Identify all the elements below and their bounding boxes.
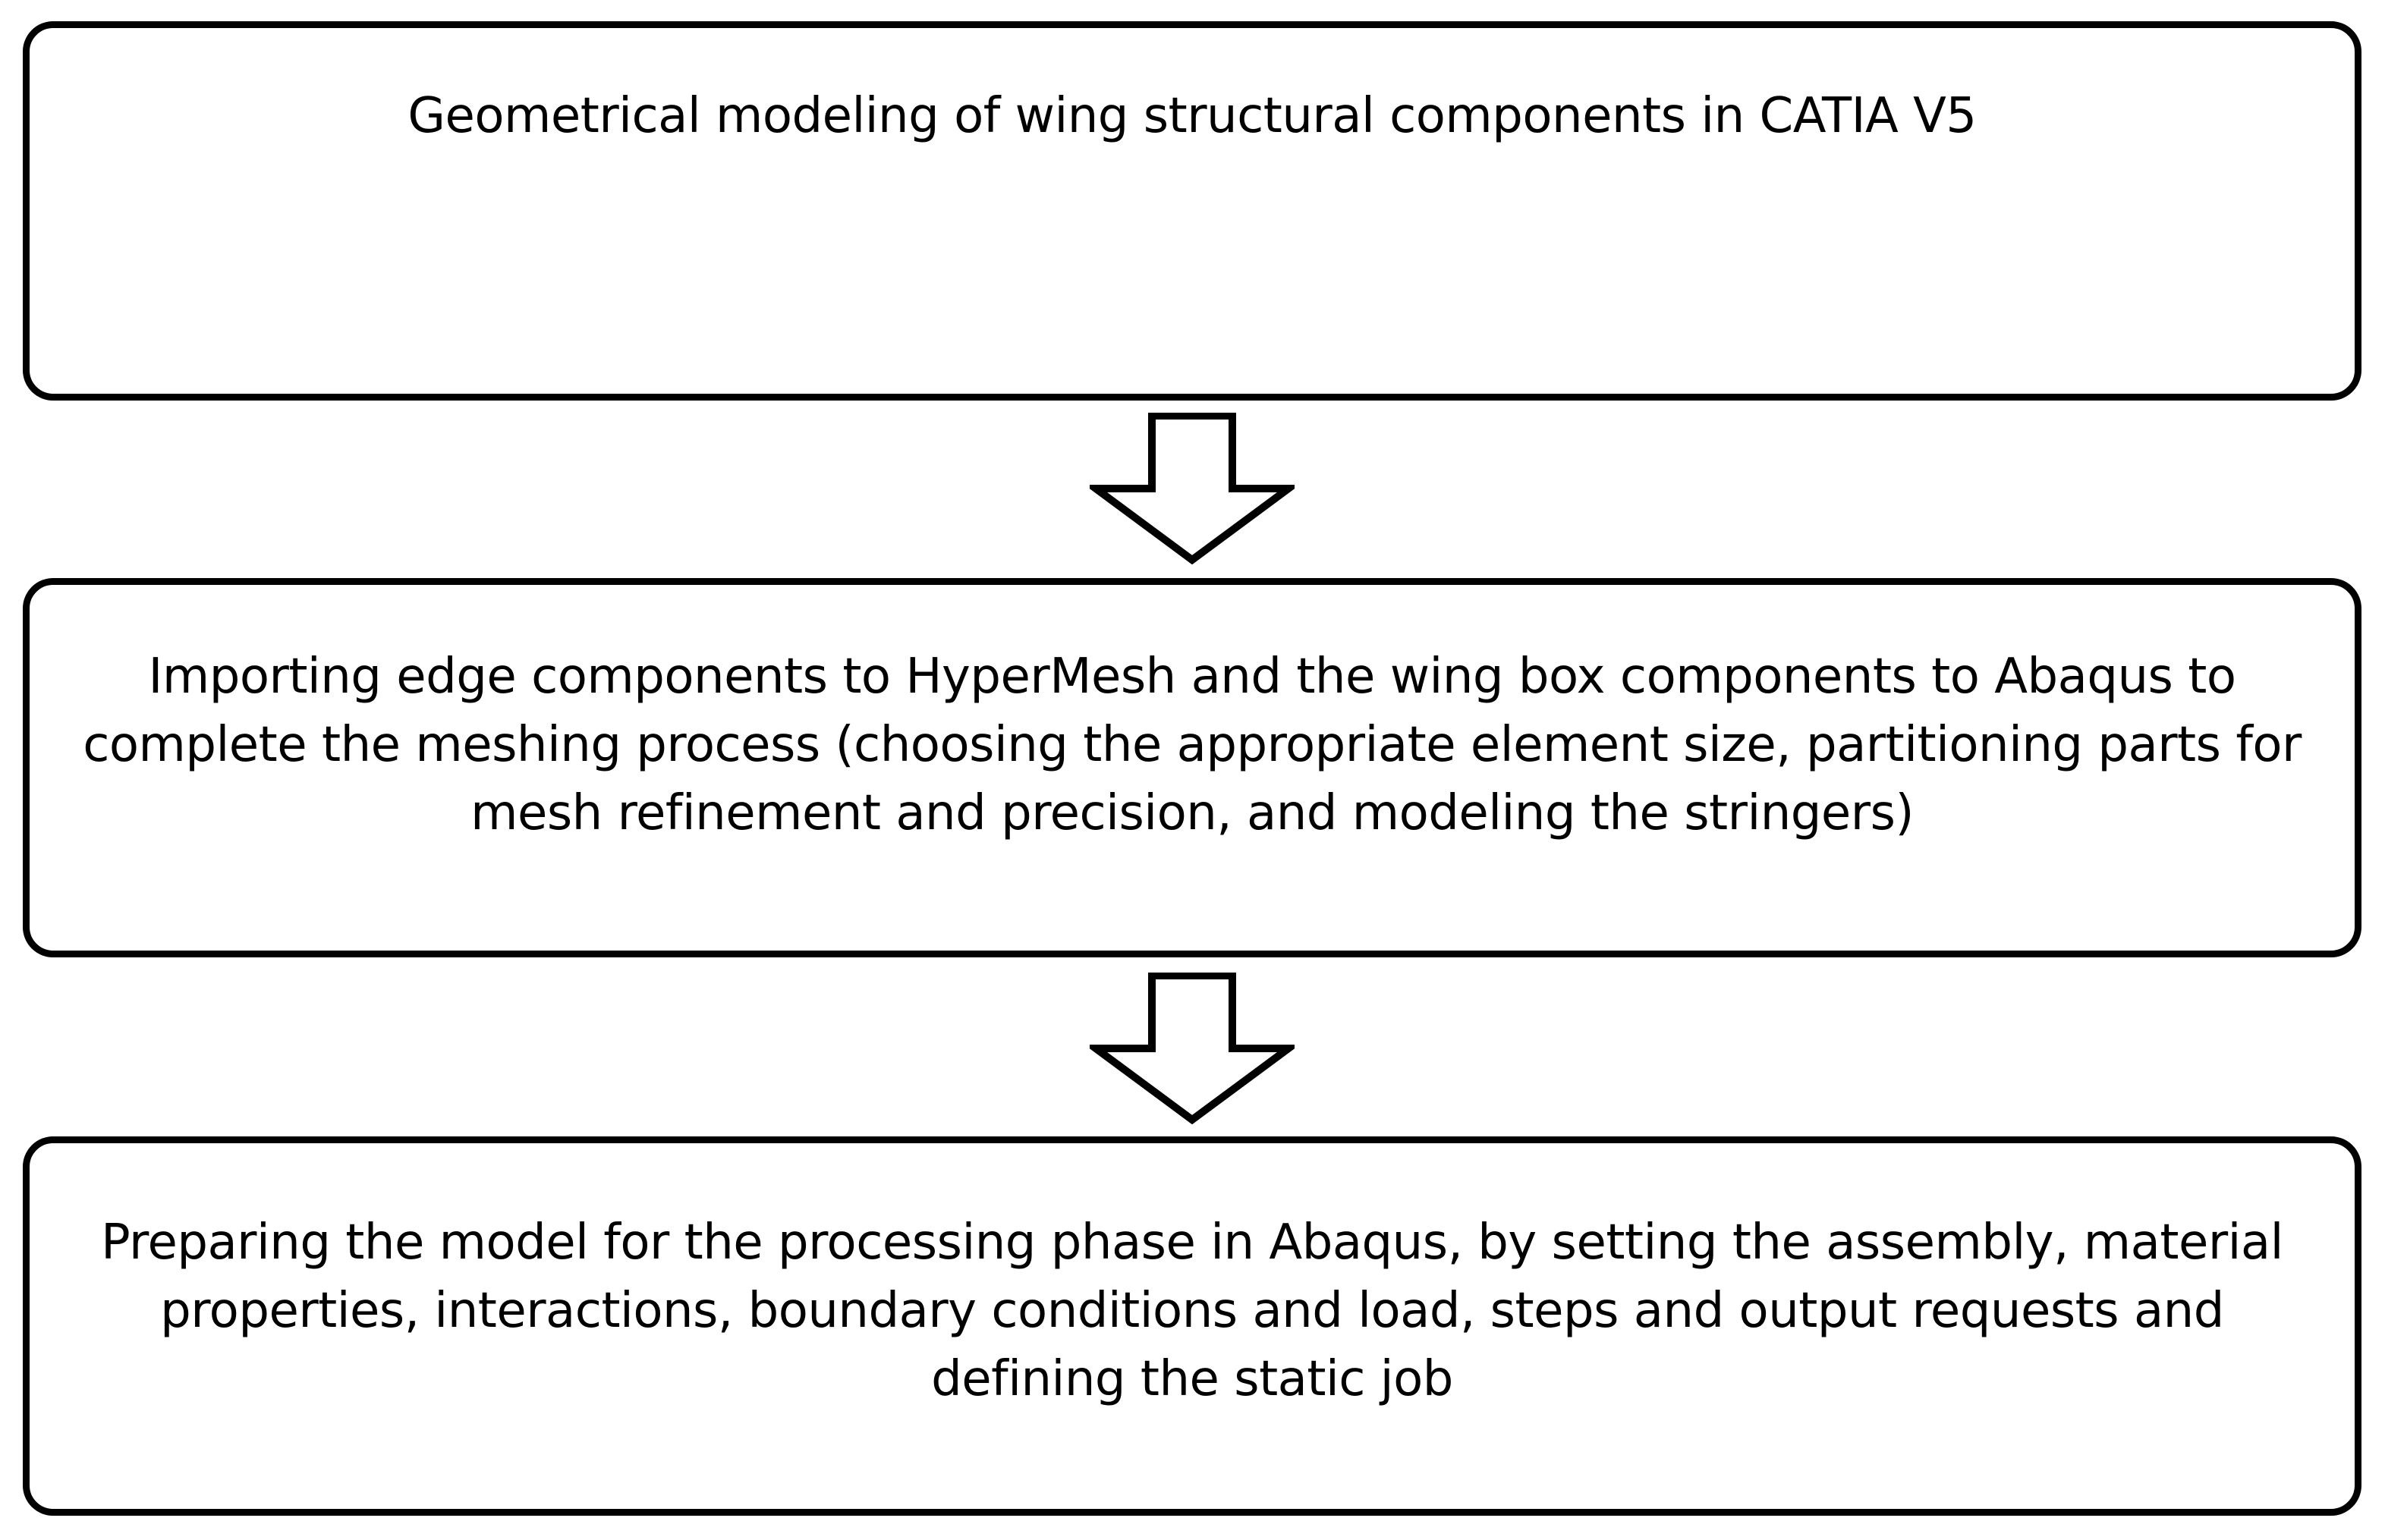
step-text-meshing-process: Importing edge components to HyperMesh a…	[83, 649, 2302, 841]
step-text-geometrical-modeling: Geometrical modeling of wing structural …	[407, 88, 1977, 144]
down-arrow-icon	[1090, 413, 1295, 564]
step-box-meshing-process: Importing edge components to HyperMesh a…	[23, 578, 2361, 957]
step-text-processing-phase: Preparing the model for the processing p…	[101, 1215, 2283, 1407]
down-arrow-icon	[1090, 973, 1295, 1124]
step-box-geometrical-modeling: Geometrical modeling of wing structural …	[23, 21, 2361, 401]
step-box-processing-phase: Preparing the model for the processing p…	[23, 1136, 2361, 1516]
